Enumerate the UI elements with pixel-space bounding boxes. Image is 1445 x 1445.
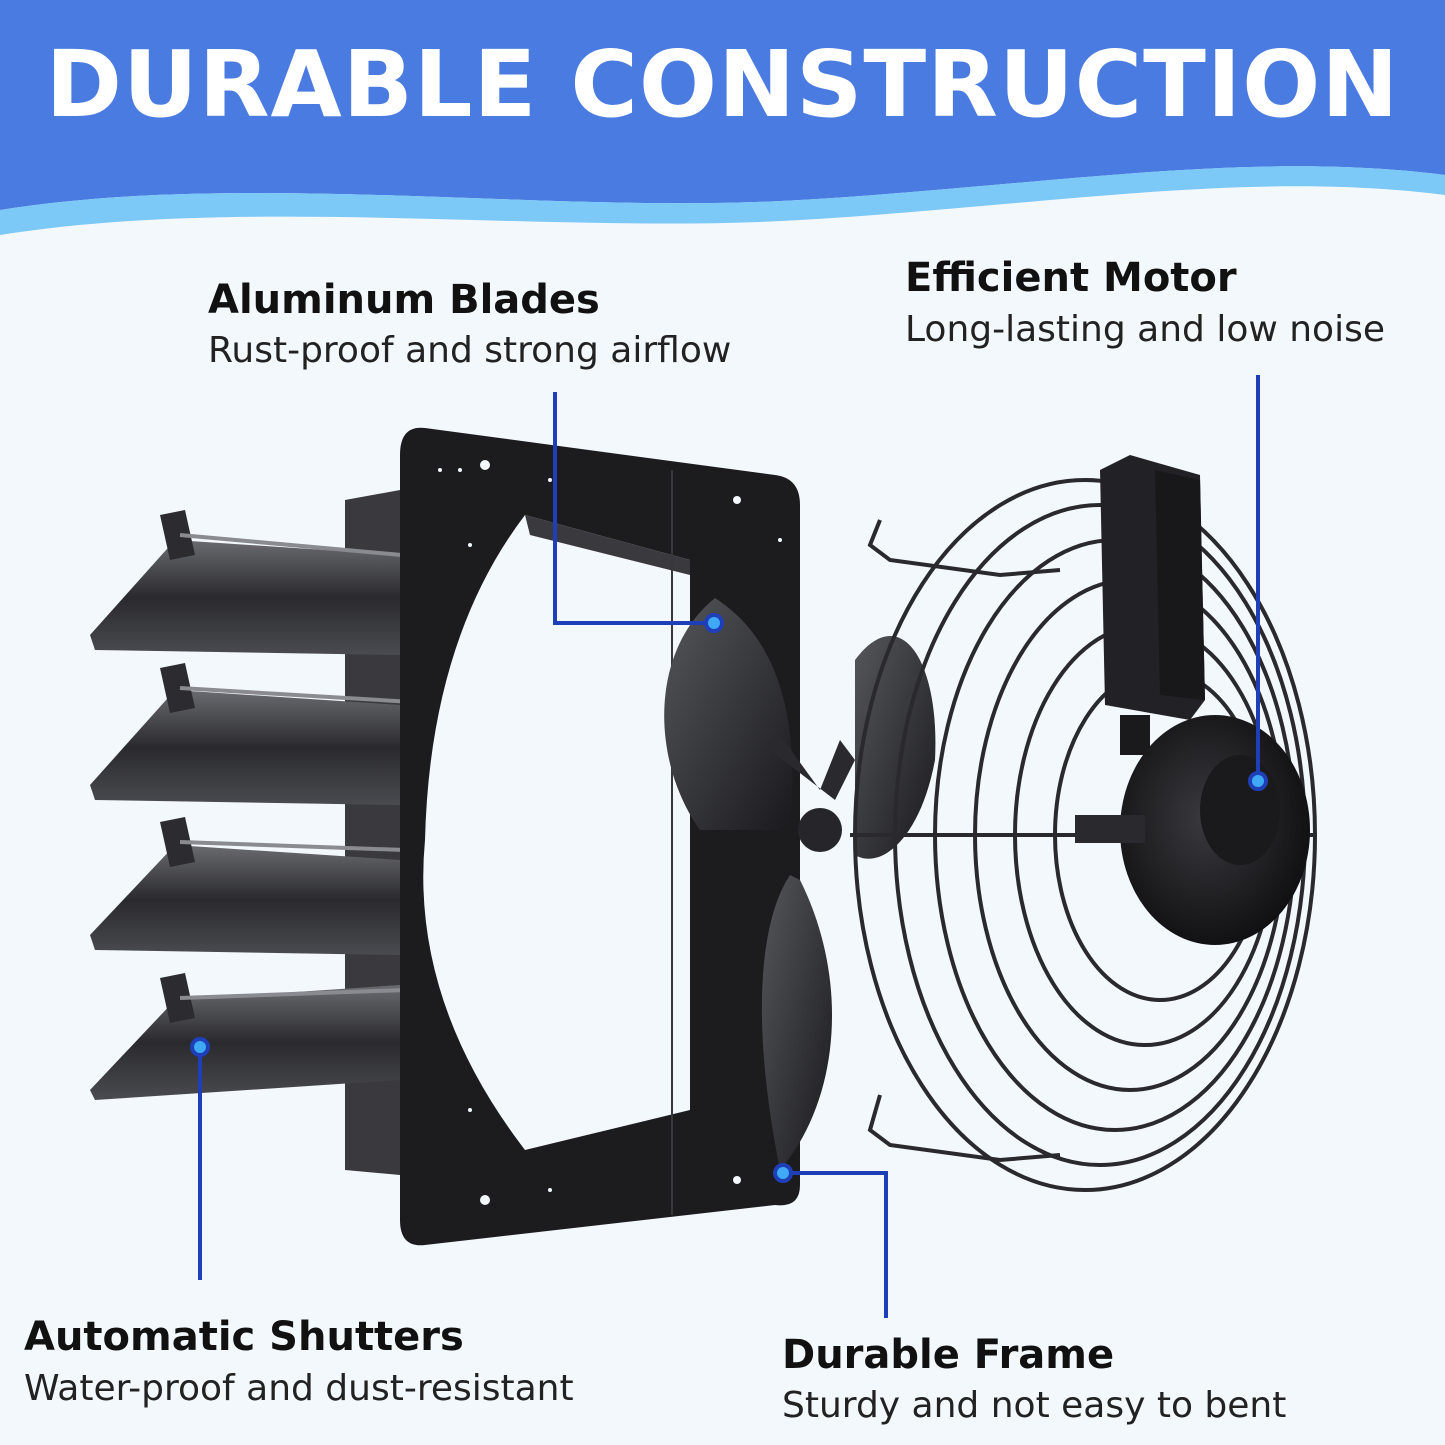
callout-desc-aluminum-blades: Rust-proof and strong airflow [208,330,732,371]
callout-desc-efficient-motor: Long-lasting and low noise [905,309,1385,350]
callout-title-durable-frame: Durable Frame [782,1332,1115,1378]
marker-durable-frame [773,1163,793,1183]
callout-title-efficient-motor: Efficient Motor [905,255,1237,301]
callout-desc-durable-frame: Sturdy and not easy to bent [782,1385,1287,1426]
callout-title-automatic-shutters: Automatic Shutters [24,1314,464,1360]
leader-durable-frame [783,1171,888,1318]
marker-efficient-motor [1248,771,1268,791]
callout-desc-automatic-shutters: Water-proof and dust-resistant [24,1368,574,1409]
callout-title-aluminum-blades: Aluminum Blades [208,277,600,323]
leader-aluminum-blades [553,392,714,625]
banner-wave [0,0,1445,235]
header-banner [0,0,1445,260]
page-title: DURABLE CONSTRUCTION [45,31,1400,138]
marker-aluminum-blades [704,613,724,633]
shutter-slat [90,962,550,1100]
marker-automatic-shutters [190,1037,210,1057]
